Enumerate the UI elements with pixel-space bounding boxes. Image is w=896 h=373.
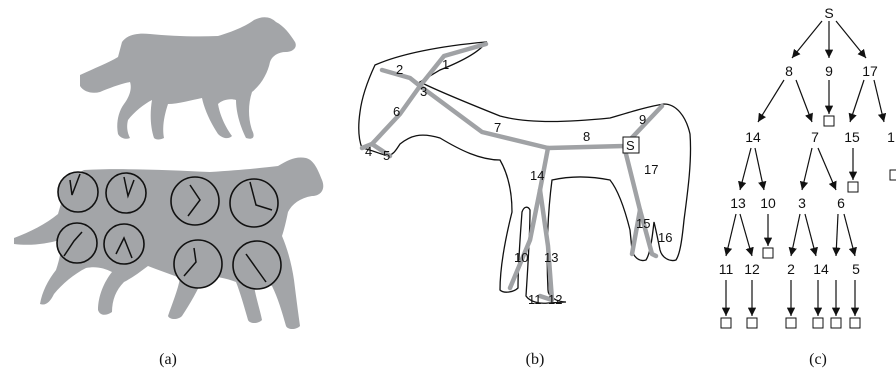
source-node-label: S — [626, 138, 635, 153]
tree-leaf-boxes — [721, 116, 896, 328]
tree-node-label: S — [824, 5, 833, 21]
leaf-box — [848, 182, 858, 192]
segment-label: 11 — [528, 292, 542, 307]
leaf-box — [721, 318, 731, 328]
leaf-box — [831, 318, 841, 328]
leaf-box — [813, 318, 823, 328]
caption-b: (b) — [526, 351, 545, 368]
segment-label: 13 — [544, 250, 558, 265]
tree-node-label: 3 — [798, 195, 806, 211]
joint-circle — [171, 177, 219, 225]
joint-circle — [106, 173, 146, 213]
panel-b: 1 2 3 4 5 6 7 8 9 S 10 11 12 13 14 15 16… — [359, 42, 691, 307]
segment-label: 1 — [442, 57, 449, 72]
leaf-box — [763, 248, 773, 258]
leaf-box — [747, 318, 757, 328]
segment-label: 8 — [583, 129, 590, 144]
tree-node-label: 1 — [887, 129, 895, 145]
tree-node-label: 8 — [785, 63, 793, 79]
segment-label: 7 — [494, 120, 501, 135]
leaf-box — [824, 116, 834, 126]
tree-node-label: 6 — [837, 195, 845, 211]
captions: (a) (b) (c) — [159, 351, 827, 368]
segment-label: 12 — [548, 292, 562, 307]
tree-node-label: 5 — [852, 261, 860, 277]
tree-node-label: 15 — [844, 129, 860, 145]
segment-label: 6 — [393, 104, 400, 119]
segment-label: 15 — [636, 216, 650, 231]
joint-circle — [57, 223, 97, 263]
segment-label: 2 — [396, 62, 403, 77]
dog-silhouette-top — [80, 17, 296, 139]
leaf-box — [850, 318, 860, 328]
tree-node-label: 14 — [745, 129, 761, 145]
tree-node-label: 13 — [730, 195, 746, 211]
tree-node-label: 12 — [744, 261, 760, 277]
panel-c: S 8 9 17 14 7 15 1 13 10 3 6 11 12 2 14 … — [719, 5, 896, 328]
tree-node-label: 11 — [719, 261, 734, 277]
tree-node-label: 17 — [862, 63, 878, 79]
joint-circle — [174, 240, 222, 288]
joint-circle — [233, 241, 281, 289]
tree-node-label: 2 — [787, 261, 795, 277]
leaf-box — [786, 318, 796, 328]
segment-label: 9 — [639, 112, 646, 127]
segment-label: 17 — [644, 162, 658, 177]
segment-label: 3 — [420, 84, 427, 99]
segment-label: 10 — [514, 250, 528, 265]
tree-node-label: 10 — [760, 195, 776, 211]
panel-a — [14, 17, 323, 329]
tree-node-labels: S 8 9 17 14 7 15 1 13 10 3 6 11 12 2 14 … — [719, 5, 895, 277]
segment-label: 14 — [530, 168, 544, 183]
tree-node-label: 9 — [825, 63, 833, 79]
joint-circle — [230, 179, 278, 227]
tree-node-label: 14 — [813, 261, 829, 277]
segment-label: 4 — [365, 144, 372, 159]
tree-node-label: 7 — [811, 129, 819, 145]
segment-label: 16 — [658, 230, 672, 245]
caption-a: (a) — [159, 351, 177, 368]
caption-c: (c) — [809, 351, 827, 368]
leaf-box — [890, 170, 896, 180]
segment-label: 5 — [383, 148, 390, 163]
joint-circle — [104, 224, 144, 264]
